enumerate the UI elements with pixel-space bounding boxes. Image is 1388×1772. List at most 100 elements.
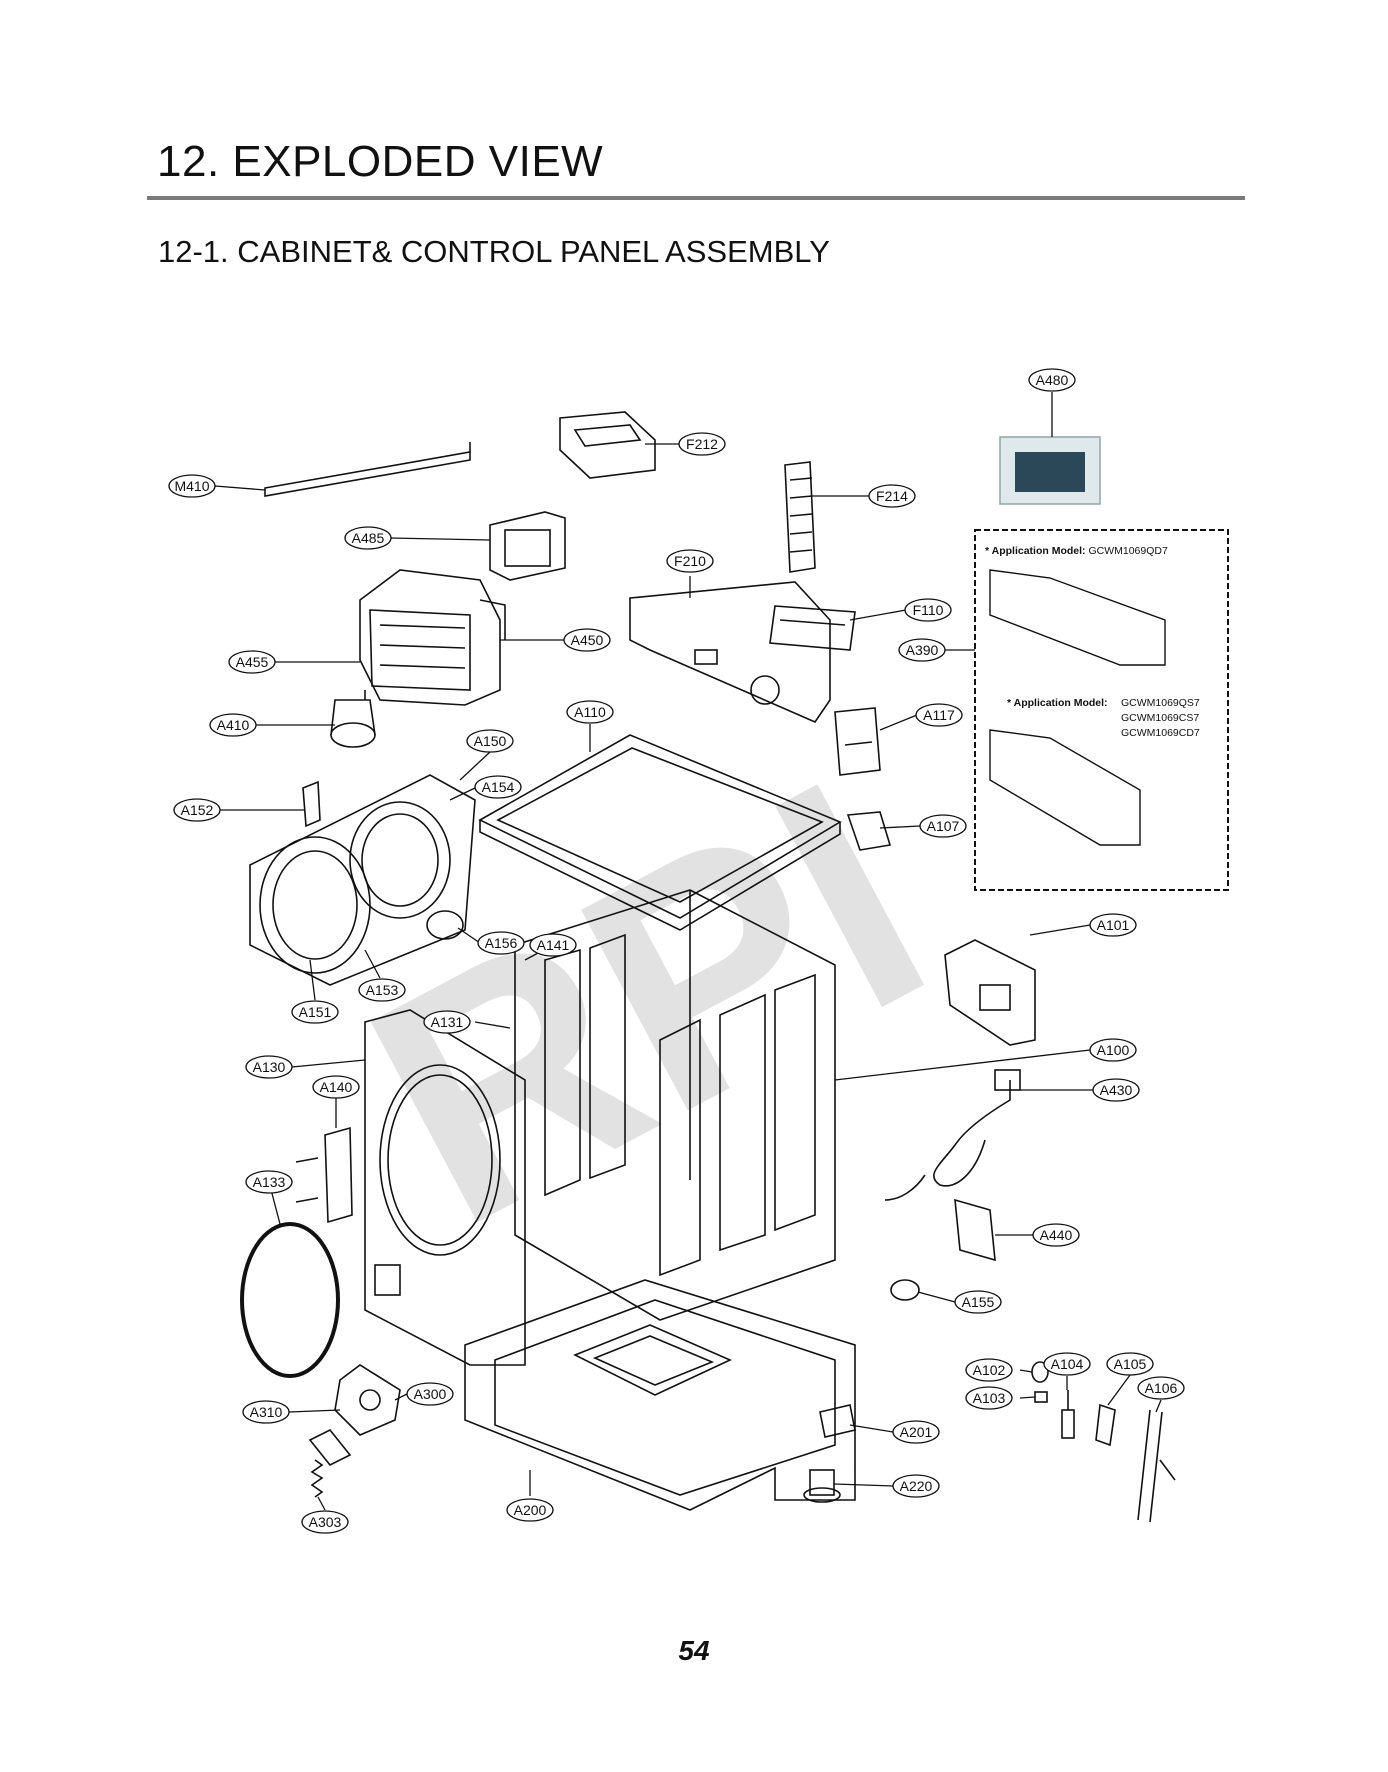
part-f214 bbox=[784, 461, 816, 573]
svg-text:* Application Model:: * Application Model: bbox=[1007, 697, 1108, 709]
callout-oval bbox=[358, 978, 406, 1002]
part-a156 bbox=[426, 910, 464, 940]
callouts: A480F212M410F214A485F210F110A450A455A390… bbox=[168, 368, 1185, 1534]
watermark: RPI bbox=[317, 710, 976, 1294]
callout-a151: A151 bbox=[291, 1000, 339, 1024]
callout-label: A200 bbox=[514, 1502, 547, 1518]
callout-a131: A131 bbox=[423, 1010, 471, 1034]
part-a201 bbox=[819, 1404, 856, 1438]
callout-label: A101 bbox=[1097, 917, 1130, 933]
callout-a107: A107 bbox=[919, 814, 967, 838]
svg-text:GCWM1069CS7: GCWM1069CS7 bbox=[1121, 712, 1199, 724]
callout-oval bbox=[954, 1290, 1002, 1314]
callout-label: A106 bbox=[1145, 1380, 1178, 1396]
part-f212 bbox=[559, 411, 656, 479]
part-m410 bbox=[264, 442, 471, 497]
callout-f212: F212 bbox=[678, 432, 726, 456]
callout-label: A310 bbox=[250, 1404, 283, 1420]
callout-a390: A390 bbox=[898, 638, 946, 662]
callout-oval bbox=[477, 931, 525, 955]
callout-a154: A154 bbox=[474, 775, 522, 799]
callout-a220: A220 bbox=[892, 1474, 940, 1498]
callout-oval bbox=[563, 628, 611, 652]
callout-a310: A310 bbox=[242, 1400, 290, 1424]
callout-oval bbox=[666, 549, 714, 573]
callout-a141: A141 bbox=[529, 933, 577, 957]
part-a106-heater bbox=[1137, 1409, 1176, 1523]
callout-a156: A156 bbox=[477, 931, 525, 955]
callout-a104: A104 bbox=[1043, 1352, 1091, 1376]
callout-a101: A101 bbox=[1089, 913, 1137, 937]
callout-a410: A410 bbox=[209, 713, 257, 737]
callout-oval bbox=[1032, 1223, 1080, 1247]
callout-a100: A100 bbox=[1089, 1038, 1137, 1062]
application-model-box: * Application Model: GCWM1069QD7 * Appli… bbox=[974, 529, 1229, 891]
callout-label: A440 bbox=[1040, 1227, 1073, 1243]
callout-a133: A133 bbox=[245, 1170, 293, 1194]
callout-a300: A300 bbox=[406, 1382, 454, 1406]
callout-label: F212 bbox=[686, 436, 718, 452]
callout-label: A107 bbox=[927, 818, 960, 834]
callout-a455: A455 bbox=[228, 650, 276, 674]
callout-a153: A153 bbox=[358, 978, 406, 1002]
callout-a117: A117 bbox=[915, 703, 963, 727]
callout-a152: A152 bbox=[173, 798, 221, 822]
callout-oval bbox=[1092, 1078, 1140, 1102]
part-a485 bbox=[489, 511, 566, 581]
callout-oval bbox=[919, 814, 967, 838]
callout-label: A155 bbox=[962, 1294, 995, 1310]
part-f110 bbox=[769, 605, 856, 651]
part-a101-back-panel bbox=[944, 939, 1036, 1046]
part-a220-foot bbox=[803, 1469, 841, 1503]
callout-a485: A485 bbox=[344, 526, 392, 550]
callout-oval bbox=[1028, 368, 1076, 392]
callout-a200: A200 bbox=[506, 1498, 554, 1522]
callout-a450: A450 bbox=[563, 628, 611, 652]
callout-label: A450 bbox=[571, 632, 604, 648]
callout-oval bbox=[506, 1498, 554, 1522]
callout-oval bbox=[898, 638, 946, 662]
callout-label: A390 bbox=[906, 642, 939, 658]
callout-label: A154 bbox=[482, 779, 515, 795]
callout-oval bbox=[245, 1055, 293, 1079]
callout-a150: A150 bbox=[466, 729, 514, 753]
callout-label: A105 bbox=[1114, 1356, 1147, 1372]
callout-oval bbox=[965, 1386, 1013, 1410]
callout-oval bbox=[423, 1010, 471, 1034]
page-number: 54 bbox=[678, 1635, 710, 1666]
callout-oval bbox=[1137, 1376, 1185, 1400]
callout-oval bbox=[892, 1420, 940, 1444]
part-a103 bbox=[1034, 1391, 1048, 1403]
callout-oval bbox=[474, 775, 522, 799]
part-a430-power-cord bbox=[884, 1069, 1021, 1201]
callout-oval bbox=[209, 713, 257, 737]
part-a410 bbox=[330, 690, 376, 748]
callout-oval bbox=[1089, 1038, 1137, 1062]
callout-a201: A201 bbox=[892, 1420, 940, 1444]
page-title: 12. EXPLODED VIEW bbox=[157, 137, 604, 186]
part-a110-top-cover bbox=[478, 734, 842, 931]
callout-label: A140 bbox=[320, 1079, 353, 1095]
callout-a430: A430 bbox=[1092, 1078, 1140, 1102]
callout-label: F110 bbox=[913, 602, 944, 618]
callout-label: A480 bbox=[1036, 372, 1069, 388]
part-a107 bbox=[846, 811, 892, 851]
callout-oval bbox=[344, 526, 392, 550]
svg-text:GCWM1069CD7: GCWM1069CD7 bbox=[1121, 727, 1200, 739]
part-a155 bbox=[890, 1279, 920, 1301]
callout-oval bbox=[173, 798, 221, 822]
callout-oval bbox=[466, 729, 514, 753]
callout-a155: A155 bbox=[954, 1290, 1002, 1314]
callout-a440: A440 bbox=[1032, 1223, 1080, 1247]
callout-label: A100 bbox=[1097, 1042, 1130, 1058]
callout-f214: F214 bbox=[868, 484, 916, 508]
callout-label: A303 bbox=[309, 1514, 342, 1530]
callout-label: A430 bbox=[1100, 1082, 1133, 1098]
callout-label: A151 bbox=[299, 1004, 332, 1020]
part-a480-module bbox=[1015, 452, 1085, 492]
callout-label: A156 bbox=[485, 935, 518, 951]
callout-oval bbox=[242, 1400, 290, 1424]
callout-a140: A140 bbox=[312, 1075, 360, 1099]
callout-a103: A103 bbox=[965, 1386, 1013, 1410]
